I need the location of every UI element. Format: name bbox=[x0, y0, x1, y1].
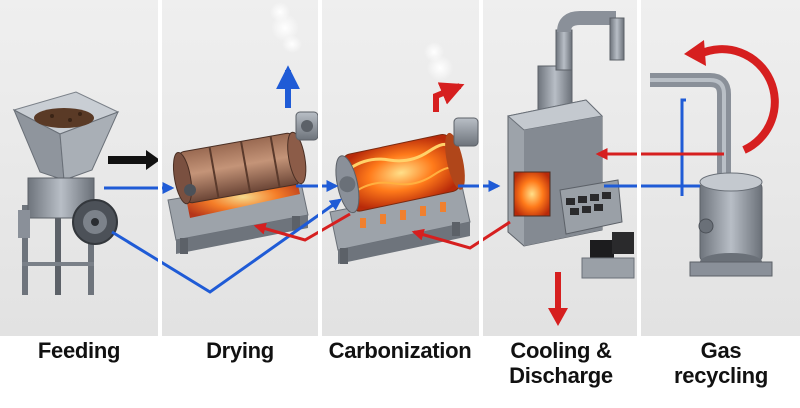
gas-recycle-loop-arrow bbox=[698, 45, 779, 154]
stage-label-feeding: Feeding bbox=[0, 338, 158, 402]
stage-label-carbonization-text: Carbonization bbox=[328, 338, 472, 363]
feed-in-arrowhead bbox=[146, 150, 160, 170]
hopper-feeder-icon bbox=[12, 91, 120, 295]
stage-label-carbonization: Carbonization bbox=[318, 338, 482, 402]
panel-dividers bbox=[158, 0, 641, 336]
heat-return-to-drying bbox=[253, 212, 351, 242]
heat-out-carbonization bbox=[433, 82, 465, 112]
discharge-down-arrowhead bbox=[548, 308, 568, 326]
gas-recycling-tower-icon bbox=[650, 73, 773, 277]
stage-label-cooling: Cooling & Discharge bbox=[486, 338, 636, 402]
stage-label-feeding-text: Feeding bbox=[37, 338, 121, 363]
stage-label-cooling-text: Cooling & Discharge bbox=[509, 338, 613, 388]
gas-recycle-loop-arrowhead bbox=[684, 40, 706, 66]
cooling-discharge-chamber-icon bbox=[506, 11, 635, 279]
heat-return-to-carbonization bbox=[411, 220, 511, 250]
carbonization-furnace-icon bbox=[329, 42, 479, 264]
rotary-dryer-icon bbox=[167, 2, 319, 254]
flow-return-to-feeding bbox=[111, 198, 342, 294]
flow-gas-return bbox=[680, 98, 686, 196]
stage-label-drying-text: Drying bbox=[206, 338, 274, 363]
stage-label-gas: Gas recycling bbox=[646, 338, 796, 402]
stage-label-gas-text: Gas recycling bbox=[674, 338, 768, 388]
stage-label-drying: Drying bbox=[162, 338, 318, 402]
